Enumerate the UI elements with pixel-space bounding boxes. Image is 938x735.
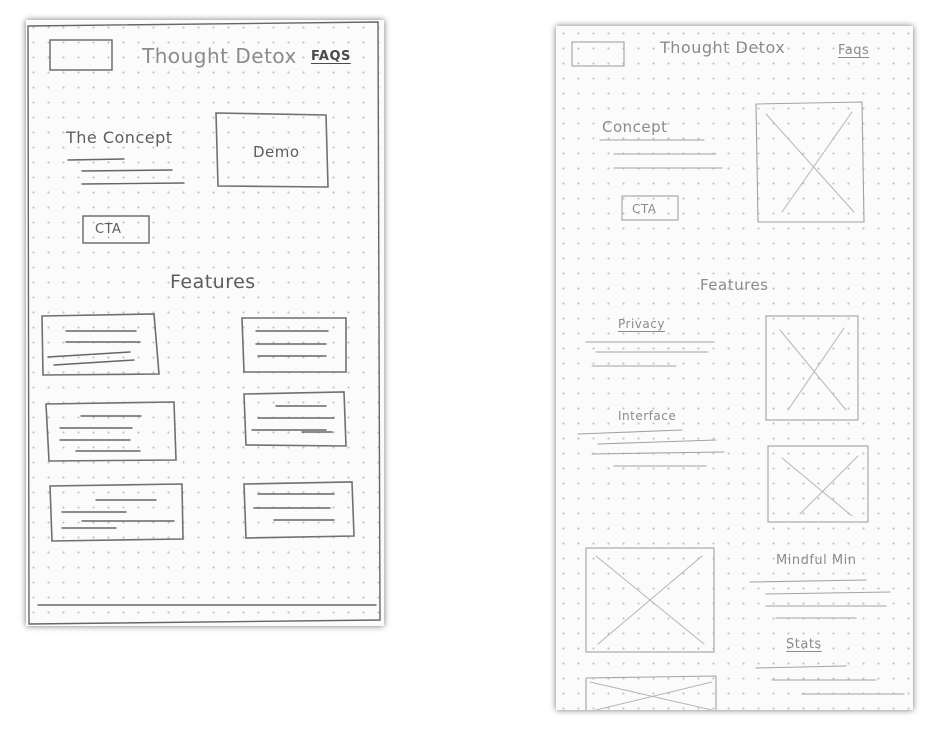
left-demo-label: Demo: [253, 143, 300, 161]
right-features-heading: Features: [700, 276, 769, 294]
right-mindful-image-placeholder: [585, 547, 715, 653]
left-feature-card: [45, 401, 177, 462]
right-privacy-section: [585, 341, 715, 367]
right-bottom-image-placeholder: [585, 675, 717, 711]
right-mindful-section: [749, 579, 891, 619]
left-logo-placeholder: [49, 39, 113, 71]
left-wireframe-sheet: Thought Detox FAQS The Concept Demo CTA …: [26, 20, 384, 626]
right-wireframe-sheet: Thought Detox Faqs Concept CTA Features …: [556, 26, 913, 711]
right-sketch-drawing: [571, 41, 905, 711]
left-sheet-border: [27, 21, 381, 625]
left-concept-line: [81, 169, 173, 172]
right-mindful-label: Mindful Min: [776, 553, 857, 568]
left-concept-heading: The Concept: [66, 128, 173, 147]
right-site-title: Thought Detox: [660, 38, 786, 57]
left-feature-card: [243, 391, 347, 447]
left-feature-card: [243, 481, 355, 539]
left-concept-line: [67, 158, 125, 161]
right-faqs-link: Faqs: [838, 43, 870, 58]
right-privacy-label: Privacy: [618, 317, 665, 331]
left-demo-box: [215, 112, 329, 188]
left-faqs-link: FAQS: [311, 49, 351, 64]
left-features-heading: Features: [170, 271, 256, 293]
right-concept-heading: Concept: [602, 118, 668, 136]
right-cta-box: [621, 195, 679, 221]
left-cta-box: [82, 215, 150, 244]
left-cta-label: CTA: [95, 222, 122, 237]
left-sketch-drawing: [27, 21, 381, 625]
right-interface-section: [577, 429, 725, 467]
left-feature-card: [41, 313, 160, 376]
left-concept-line: [81, 182, 185, 185]
right-interface-image-placeholder: [767, 445, 869, 523]
left-feature-card: [49, 483, 184, 542]
right-logo-placeholder: [571, 41, 625, 67]
right-interface-label: Interface: [618, 409, 677, 423]
right-stats-label: Stats: [786, 637, 822, 652]
right-concept-image-placeholder: [755, 101, 865, 223]
left-site-title: Thought Detox: [142, 44, 297, 68]
right-stats-section: [755, 665, 905, 695]
right-cta-label: CTA: [632, 202, 657, 216]
right-privacy-image-placeholder: [765, 315, 859, 421]
left-feature-card: [241, 317, 347, 373]
